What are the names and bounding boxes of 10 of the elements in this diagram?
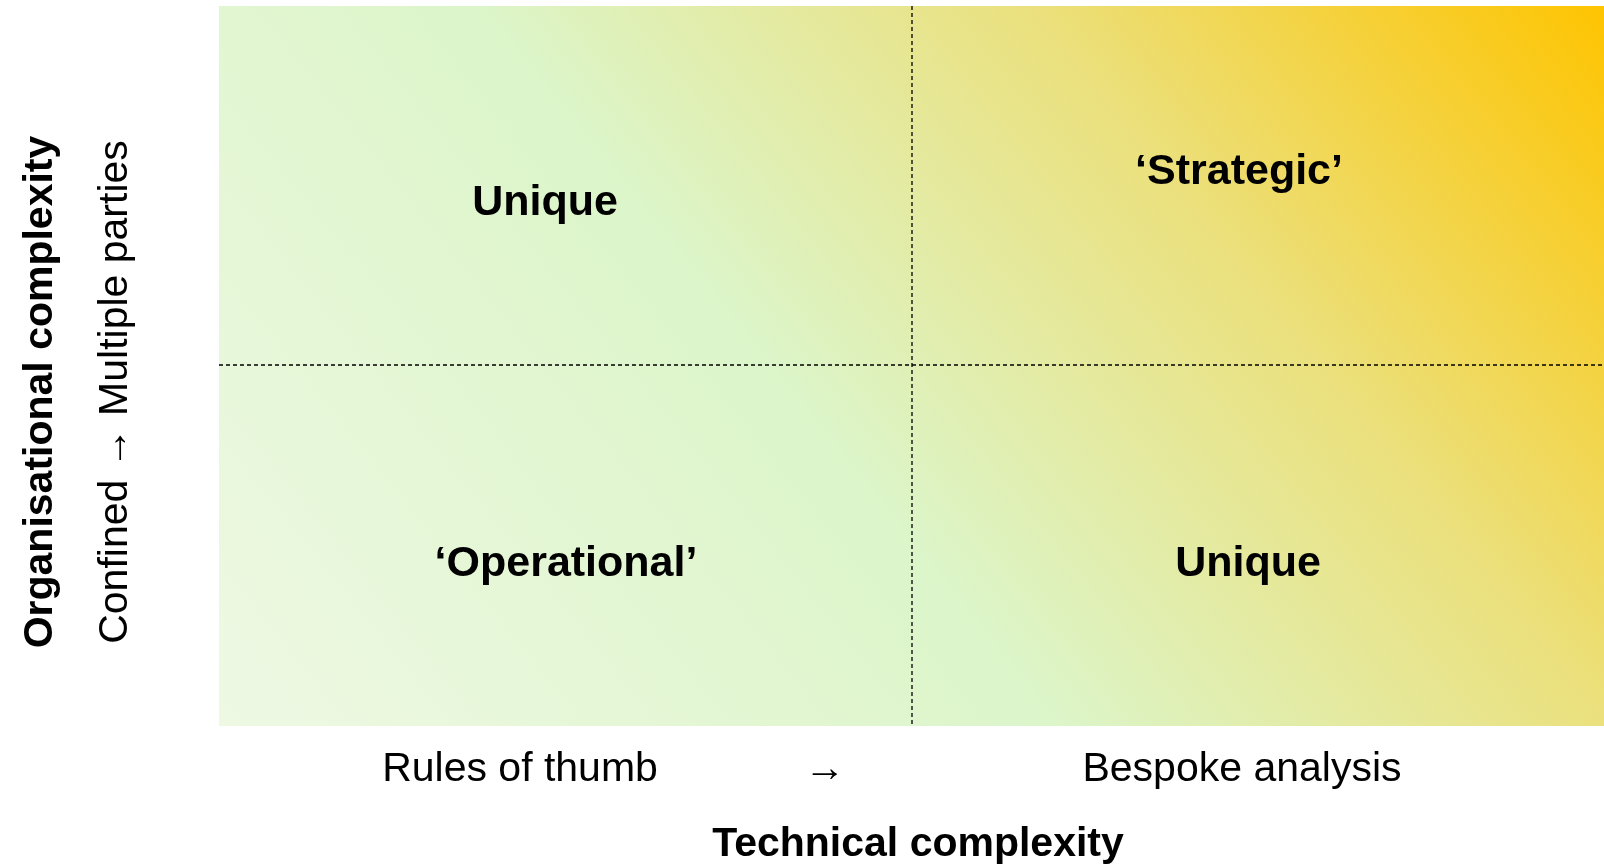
quadrant-label: Unique <box>472 178 618 222</box>
axis-title: Organisational complexity <box>17 135 59 649</box>
axis-label: Confined → Multiple parties <box>92 140 134 644</box>
quadrant-label: Unique <box>1175 539 1321 583</box>
direction-arrow: → <box>804 746 846 788</box>
axis-title: Technical complexity <box>712 821 1124 863</box>
axis-label: Bespoke analysis <box>1082 746 1402 788</box>
quadrant-label: ‘Strategic’ <box>1135 147 1343 191</box>
axis-label: Rules of thumb <box>382 746 658 788</box>
quadrant-label: ‘Operational’ <box>434 539 698 583</box>
